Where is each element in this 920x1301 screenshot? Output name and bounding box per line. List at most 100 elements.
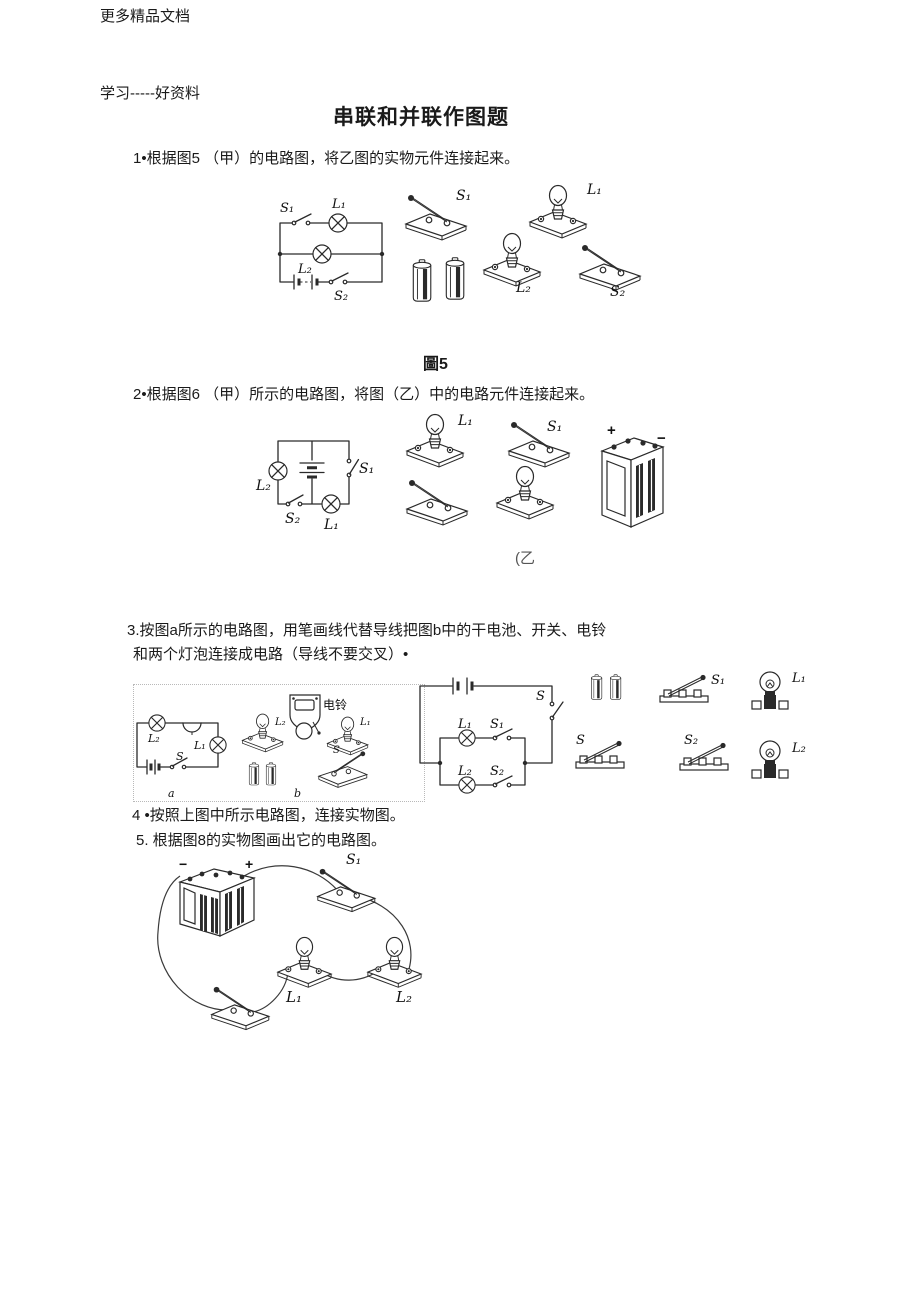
fig5-component-switch-s2: S₂ xyxy=(579,244,641,300)
bulb-icon xyxy=(367,936,422,988)
fig6-comp-label-l1: L₁ xyxy=(457,413,473,429)
question-4: 4 •按照上图中所示电路图，连接实物图。 xyxy=(132,807,405,824)
figure-5-caption: 圖5 xyxy=(423,356,448,373)
battery-cylinder-icon xyxy=(610,674,622,700)
lamp-symbol-icon xyxy=(328,213,348,233)
fig8-label-l1: L₁ xyxy=(285,988,302,1006)
bulb-icon xyxy=(406,413,464,468)
fig4-comp-label-l1: L₁ xyxy=(791,671,806,686)
knife-switch-icon xyxy=(659,674,709,703)
battery-symbol-icon xyxy=(146,759,156,775)
fig5-comp-label-l2: L₂ xyxy=(515,280,531,296)
fig8-lamp-l1: L₁ xyxy=(277,936,332,1006)
fig3b-components: L₂ 电铃 L₁ S b xyxy=(242,694,371,800)
fig5-circuit-schematic: S₁ L₁ L₂ S₂ xyxy=(277,197,385,304)
lamp-symbol-icon xyxy=(148,714,166,732)
knife-switch-icon xyxy=(318,750,368,788)
page-title: 串联和并联作图题 xyxy=(333,106,509,129)
bulb-icon xyxy=(751,740,789,779)
fig8-label-s1: S₁ xyxy=(346,852,361,868)
fig3a-label-l1: L₁ xyxy=(193,739,206,752)
figure-q3-left: L₂ L₁ S a L₂ 电铃 L₁ S b xyxy=(133,684,425,802)
fig8-battery-pack: − + xyxy=(179,856,255,937)
fig6-component-switch-2 xyxy=(406,479,468,526)
battery-symbol-icon xyxy=(452,677,468,695)
switch-lever-icon xyxy=(551,701,564,718)
lamp-symbol-icon xyxy=(312,244,332,264)
fig6-label-l1: L₁ xyxy=(323,517,339,533)
top-note: 更多精品文档 xyxy=(100,8,191,25)
battery-cylinder-icon xyxy=(445,257,465,300)
switch-lever-icon xyxy=(331,272,349,282)
fig4-label-s2: S₂ xyxy=(490,764,504,779)
fig5-component-lamp-l1: L₁ xyxy=(529,182,602,239)
fig6-battery-plus: + xyxy=(607,422,616,439)
fig6-comp-label-s1: S₁ xyxy=(547,419,562,435)
bell-symbol-icon xyxy=(182,722,202,736)
figure-8: − + S₁ L₁ L₂ xyxy=(157,852,422,1031)
fig4-components: S₁ L₁ S S₂ L₂ xyxy=(575,671,806,779)
fig3a-caption: a xyxy=(168,787,175,800)
fig5-component-batteries xyxy=(412,257,465,302)
battery-cylinder-icon xyxy=(265,762,277,786)
fig3a-circuit-schematic: L₂ L₁ S a xyxy=(136,714,227,800)
electric-bell-icon xyxy=(289,694,322,740)
figure-6: L₂ S₁ S₂ L₁ L₁ S₁ + − xyxy=(255,413,666,533)
fig5-comp-label-s1: S₁ xyxy=(456,188,471,204)
battery-box-icon xyxy=(601,437,664,528)
fig3b-label-l1: L₁ xyxy=(359,717,371,728)
battery-symbol-icon xyxy=(299,462,325,474)
fig6-battery-minus: − xyxy=(657,430,666,447)
question-1: 1•根据图5 （甲）的电路图，将乙图的实物元件连接起来。 xyxy=(133,150,520,167)
fig5-label-l1: L₁ xyxy=(331,197,346,212)
lamp-symbol-icon xyxy=(458,776,476,794)
fig3a-label-l2: L₂ xyxy=(147,732,160,745)
lamp-symbol-icon xyxy=(458,729,476,747)
knife-switch-icon xyxy=(211,986,270,1031)
study-note: 学习-----好资料 xyxy=(100,85,200,102)
question-2: 2•根据图6 （甲）所示的电路图，将图（乙）中的电路元件连接起来。 xyxy=(133,386,595,403)
battery-cylinder-icon xyxy=(412,259,432,302)
question-3-line1: 3.按图a所示的电路图，用笔画线代替导线把图b中的干电池、开关、电铃 xyxy=(127,622,607,639)
switch-lever-icon xyxy=(171,757,188,767)
fig6-component-switch-s1: S₁ xyxy=(508,419,570,468)
fig4-circuit-schematic: S L₁ S₁ L₂ S₂ xyxy=(419,677,564,794)
fig5-label-l2: L₂ xyxy=(297,262,312,277)
fig3b-label-bell: 电铃 xyxy=(323,697,347,712)
fig3b-label-l2: L₂ xyxy=(274,717,286,728)
figure-q3-right: S L₁ S₁ L₂ S₂ S₁ L₁ S S₂ L₂ xyxy=(419,671,806,794)
bulb-icon xyxy=(483,232,541,287)
fig4-comp-label-s: S xyxy=(576,733,585,748)
fig6-component-lamp-2 xyxy=(496,465,554,520)
fig4-label-s1: S₁ xyxy=(490,717,504,732)
fig4-label-s: S xyxy=(536,689,545,704)
switch-lever-icon xyxy=(287,494,304,504)
battery-symbol-icon xyxy=(293,274,313,290)
fig6-component-lamp-l1: L₁ xyxy=(406,413,473,468)
fig8-label-l2: L₂ xyxy=(395,988,412,1006)
fig8-switch-2 xyxy=(211,986,270,1031)
lamp-symbol-icon xyxy=(321,494,341,514)
fig6-component-battery-box: + − xyxy=(601,422,666,528)
fig5-component-switch-s1: S₁ xyxy=(405,188,471,241)
bulb-icon xyxy=(496,465,554,520)
fig5-label-s2: S₂ xyxy=(334,289,348,304)
knife-switch-icon xyxy=(317,868,376,913)
fig4-comp-label-s2: S₂ xyxy=(684,733,698,748)
fig5-label-s1: S₁ xyxy=(280,201,294,216)
question-5: 5. 根据图8的实物图画出它的电路图。 xyxy=(136,832,387,849)
fig8-battery-plus: + xyxy=(245,856,253,872)
switch-lever-icon xyxy=(348,458,360,475)
fig5-comp-label-l1: L₁ xyxy=(586,182,602,198)
figure-6-part-caption: (乙 xyxy=(515,550,535,567)
fig8-lamp-l2: L₂ xyxy=(367,936,422,1006)
fig6-label-s1: S₁ xyxy=(359,461,374,477)
fig6-label-s2: S₂ xyxy=(285,511,301,527)
fig3a-label-s: S xyxy=(176,750,184,763)
switch-lever-icon xyxy=(294,213,312,223)
fig8-battery-minus: − xyxy=(179,856,187,872)
fig5-comp-label-s2: S₂ xyxy=(610,284,626,300)
battery-cylinder-icon xyxy=(591,674,603,700)
fig4-label-l1: L₁ xyxy=(457,717,472,732)
